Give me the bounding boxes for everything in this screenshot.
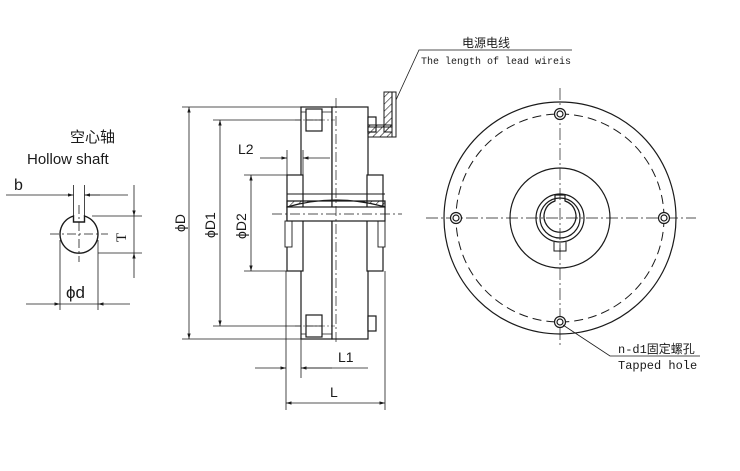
label-t: T — [114, 233, 130, 242]
front-bore — [543, 194, 577, 233]
housing-face — [331, 106, 369, 340]
front-view — [426, 88, 696, 348]
tapped-hole-label-en: Tapped hole — [618, 359, 697, 373]
label-phi-D1: ϕD1 — [202, 212, 218, 238]
hollow-shaft-section: 空心轴 Hollow shaft b T ϕd — [6, 129, 142, 310]
label-phi-D: ϕD — [172, 214, 188, 232]
tapped-hole-right — [657, 211, 671, 225]
label-L2: L2 — [238, 141, 254, 157]
label-L1: L1 — [338, 349, 354, 365]
housing-body — [300, 106, 333, 340]
tapped-hole-bottom — [553, 315, 567, 329]
hollow-shaft-title-cn: 空心轴 — [70, 129, 115, 146]
side-view — [272, 91, 402, 345]
tapped-hole-top — [553, 107, 567, 121]
lead-wire-label-en: The length of lead wireis — [421, 56, 571, 68]
shaft-profile — [59, 215, 99, 254]
lead-wire-callout: 电源电线 The length of lead wireis — [395, 36, 572, 101]
label-phi-d: ϕd — [66, 283, 85, 302]
tapped-hole-left — [449, 211, 463, 225]
side-view-dimensions: ϕD ϕD1 ϕD2 L2 L1 L — [172, 106, 386, 410]
tapped-hole-callout: n-d1固定螺孔 Tapped hole — [562, 324, 700, 373]
label-b: b — [14, 177, 23, 194]
hollow-shaft-title-en: Hollow shaft — [27, 151, 110, 168]
label-L: L — [330, 384, 338, 400]
label-phi-D2: ϕD2 — [233, 213, 249, 239]
lead-wire-label-cn: 电源电线 — [462, 36, 510, 50]
tapped-hole-label-cn: n-d1固定螺孔 — [618, 341, 695, 357]
